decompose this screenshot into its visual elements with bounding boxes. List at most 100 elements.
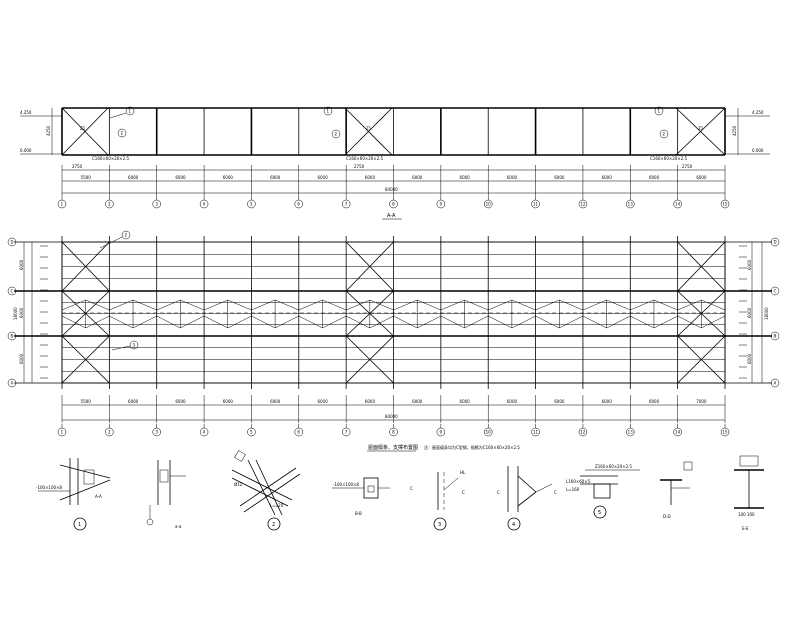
- elev-brace-tag: Z1: [366, 126, 372, 131]
- plan-callout: 3: [111, 340, 139, 351]
- plan-truss-member: [606, 315, 631, 329]
- elev-axis-label: 6: [297, 202, 300, 207]
- plan-truss-member: [701, 299, 726, 311]
- plan-axis-label: 8: [392, 430, 395, 435]
- elev-height-right: 4250: [732, 125, 737, 136]
- plan-truss-member: [85, 299, 110, 311]
- plan-bay-dim: 6000: [602, 399, 613, 404]
- plan-truss-member: [203, 299, 228, 311]
- plan-left-dim: 6000: [19, 307, 24, 318]
- roof-plan-view: D C B A D C B A 6000 6000 6000 18000 600…: [7, 230, 780, 452]
- plan-truss-member: [274, 315, 299, 329]
- elev-axis-bubble: [389, 199, 398, 209]
- plan-axis-bubble: [626, 427, 635, 437]
- plan-bay-dim: 6000: [412, 399, 423, 404]
- elev-bay-dim: 6000: [223, 175, 234, 180]
- elev-subdim: 2750: [72, 164, 83, 169]
- plan-brace: [677, 241, 726, 292]
- elev-section-label: C160×60×20×2.5: [650, 156, 687, 161]
- plan-brace: [345, 290, 394, 337]
- detail-E-E: 100 100 E-E: [734, 455, 764, 531]
- elev-bay-dim: 6000: [696, 175, 707, 180]
- plan-truss-member: [346, 299, 370, 311]
- svg-text:HL: HL: [460, 470, 466, 475]
- plan-truss-member: [251, 315, 276, 329]
- elev-title: A-A: [387, 213, 396, 219]
- plan-note: 注：屋面檩条均为C型钢，规格为C160×60×20×2.5: [424, 444, 520, 450]
- elev-axis-label: 2: [108, 202, 111, 207]
- plan-truss-member: [464, 299, 489, 311]
- plan-truss-member: [535, 315, 560, 329]
- plan-truss-member: [488, 299, 512, 311]
- svg-text:-100×100×8: -100×100×8: [333, 482, 359, 487]
- elev-axis-label: 15: [722, 202, 728, 207]
- detail-5: Z160×60×20×2.5 L160×60×5 L=160 5: [566, 464, 640, 519]
- plan-bay-dim: 5500: [81, 399, 92, 404]
- svg-text:C: C: [497, 490, 500, 495]
- detail-2: Ø12 L=120 2: [231, 450, 301, 531]
- plan-bay-dim: 6000: [365, 399, 376, 404]
- plan-truss-member: [653, 299, 678, 311]
- plan-axis-bubble: [152, 427, 161, 437]
- plan-truss-member: [61, 299, 86, 311]
- plan-axis-bubble: [199, 427, 209, 437]
- plan-bay-dim: 6000: [649, 399, 660, 404]
- svg-text:100 100: 100 100: [738, 512, 755, 517]
- svg-text:B: B: [774, 334, 777, 339]
- elev-axis-label: 3: [155, 202, 158, 207]
- plan-truss-member: [464, 315, 489, 329]
- elev-height-left: 4250: [46, 125, 51, 136]
- detail-2-mark: [267, 517, 281, 531]
- elev-axis-label: 11: [533, 202, 539, 207]
- plan-truss-member: [559, 299, 584, 311]
- elev-detail-callout: 1 2: [323, 106, 341, 139]
- plan-row-bubbles-right: D C B A: [770, 237, 780, 388]
- plan-axis-label: 15: [722, 430, 728, 435]
- plan-bay-dim: 7000: [696, 399, 707, 404]
- svg-text:1: 1: [658, 109, 661, 114]
- plan-truss-member: [559, 315, 584, 329]
- detail-1-plate: -100×100×8: [36, 485, 62, 490]
- svg-text:B-B: B-B: [355, 511, 362, 516]
- elev-axis-label: 4: [203, 202, 206, 207]
- plan-total-dim: 84000: [385, 414, 398, 419]
- plan-axis-bubble: [294, 427, 304, 437]
- elev-level-top-right: 4.250: [752, 110, 764, 115]
- elev-axis-bubble: [294, 199, 304, 209]
- plan-truss-member: [322, 299, 347, 311]
- plan-brace: [345, 335, 394, 384]
- elevation-view: 4.250 0.000 4.250 0.000 4250 4250 Z1 Z1: [20, 106, 770, 220]
- plan-axis-bubble: [531, 427, 540, 437]
- svg-text:C: C: [774, 289, 777, 294]
- plan-truss-member: [653, 315, 678, 329]
- plan-callout: 2: [99, 230, 131, 249]
- plan-truss-member: [180, 299, 205, 311]
- detail-2-len: L=120: [270, 503, 284, 508]
- elev-axis-bubble: [531, 199, 540, 209]
- plan-row-bubbles-left: D C B A: [7, 237, 17, 388]
- plan-axis-bubble: [247, 427, 256, 437]
- elev-bay-dim: 6000: [554, 175, 565, 180]
- elev-bay-dim: 6000: [602, 175, 613, 180]
- svg-text:1: 1: [129, 109, 132, 114]
- elev-detail-callout: 1 2: [654, 106, 669, 139]
- svg-text:5: 5: [598, 510, 601, 516]
- plan-right-dim: 6000: [747, 353, 752, 364]
- plan-axis-label: 10: [486, 430, 492, 435]
- plan-axis-bubble: [578, 427, 588, 437]
- plan-axis-label: 6: [297, 430, 300, 435]
- plan-axis-bubble: [57, 427, 67, 437]
- plan-bay-dim: 6000: [128, 399, 139, 404]
- plan-bay-dim: 6000: [223, 399, 234, 404]
- svg-text:A: A: [774, 381, 777, 386]
- plan-axis-bubble: [389, 427, 398, 437]
- svg-text:C: C: [410, 486, 413, 491]
- plan-axis-bubble: [436, 427, 446, 437]
- elev-brace-bay-14: [675, 107, 726, 156]
- plan-truss-member: [203, 315, 228, 329]
- plan-truss-member: [677, 299, 702, 311]
- plan-brace: [61, 241, 110, 292]
- elev-section-label: C160×60×20×2.5: [92, 156, 129, 161]
- elev-axis-bubble: [199, 199, 209, 209]
